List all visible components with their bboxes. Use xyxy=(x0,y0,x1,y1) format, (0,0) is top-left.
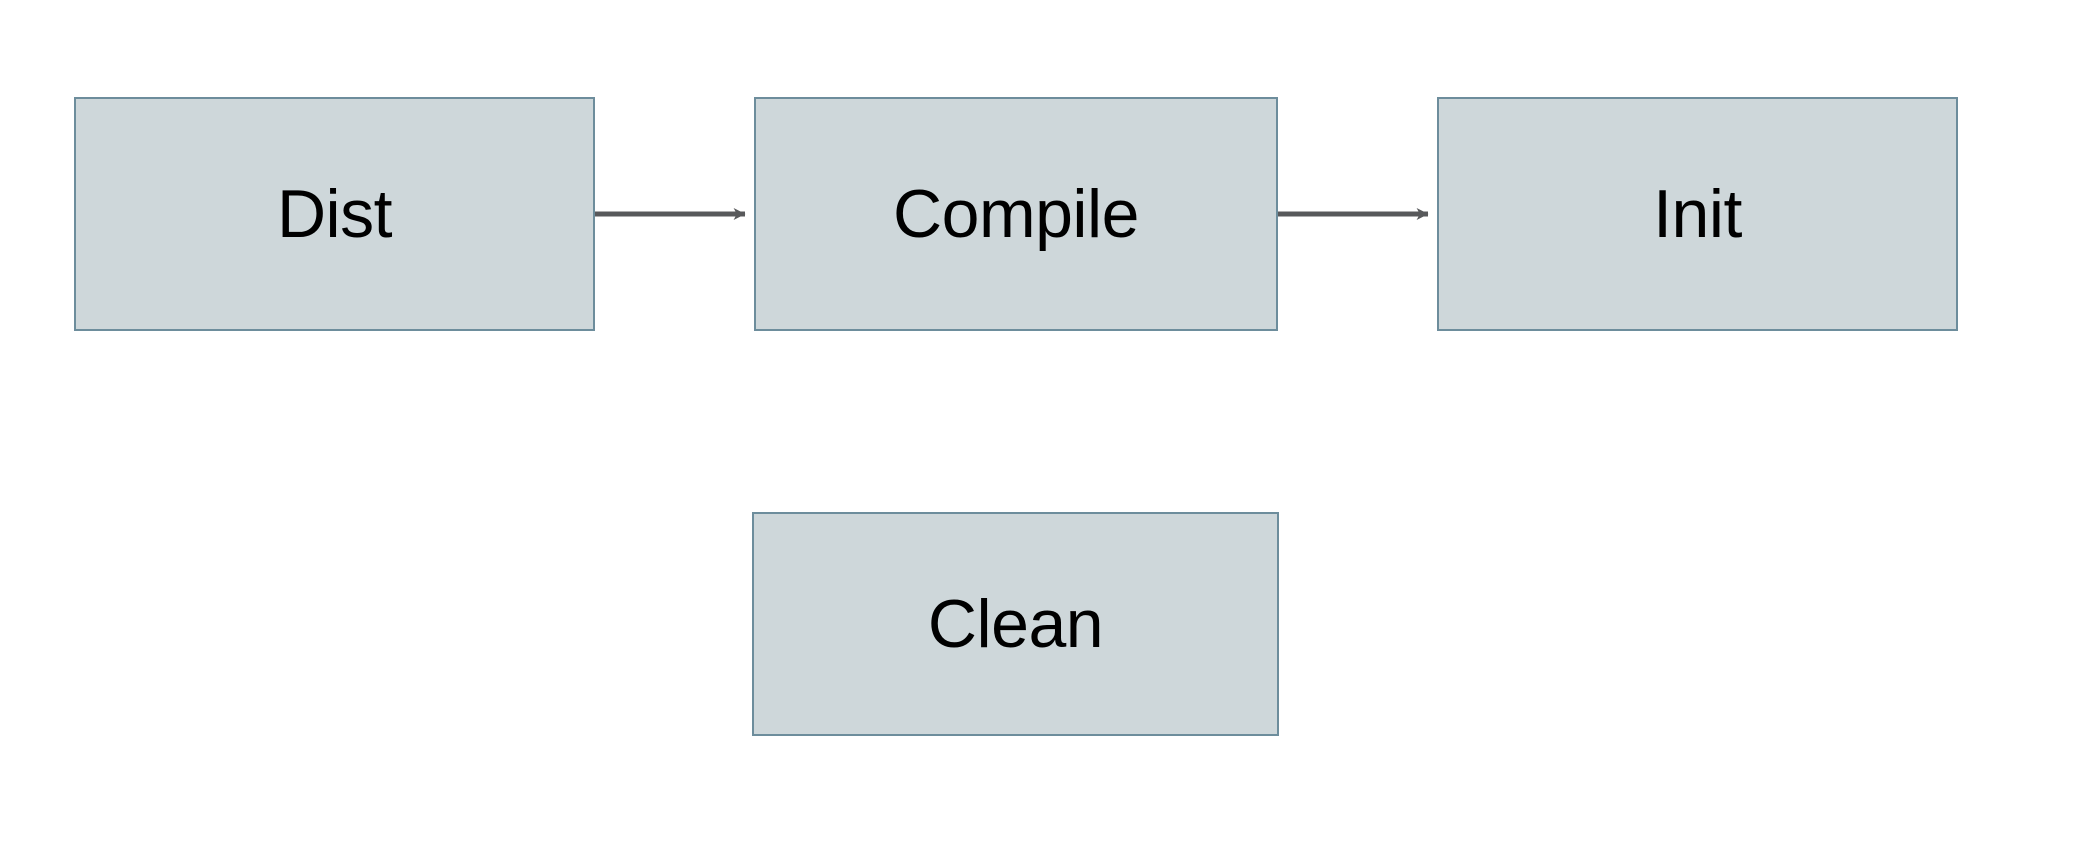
node-dist[interactable]: Dist xyxy=(74,97,595,331)
node-compile[interactable]: Compile xyxy=(754,97,1278,331)
edge-dist-to-compile-hit[interactable] xyxy=(595,194,754,234)
node-dist-label: Dist xyxy=(276,176,393,252)
edge-compile-to-init-hit[interactable] xyxy=(1278,194,1437,234)
node-init-label: Init xyxy=(1653,176,1742,252)
node-clean-label: Clean xyxy=(927,586,1104,662)
node-init[interactable]: Init xyxy=(1437,97,1958,331)
node-compile-label: Compile xyxy=(893,176,1139,252)
node-clean[interactable]: Clean xyxy=(752,512,1279,736)
